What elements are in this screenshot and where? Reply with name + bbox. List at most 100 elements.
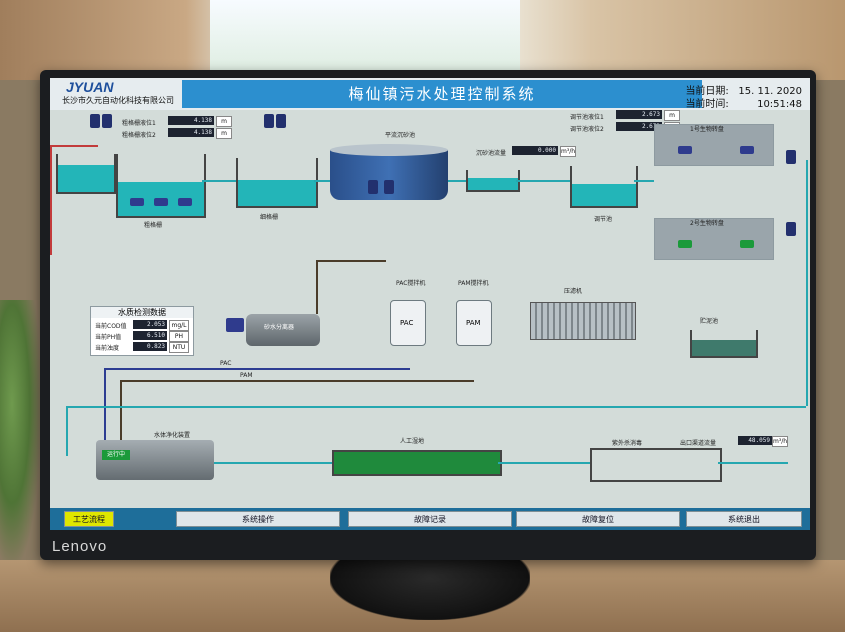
cod-label: 当前COD值 <box>95 323 127 330</box>
uv-channel <box>590 448 722 482</box>
pump-icon[interactable] <box>384 180 394 194</box>
motor-icon[interactable] <box>226 318 244 332</box>
settling-tank-label: 平流沉砂池 <box>385 132 416 139</box>
pump-icon[interactable] <box>154 198 168 206</box>
bio-disc-2 <box>654 218 774 260</box>
grit-channel <box>466 170 520 192</box>
flow-label: 沉砂池流量 <box>476 150 507 157</box>
system-exit-button[interactable]: 系统退出 <box>686 511 802 527</box>
pipe-cyan <box>214 462 332 464</box>
blower-icon[interactable] <box>102 114 112 128</box>
pipe-cyan <box>806 160 808 406</box>
date-value: 15. 11. 2020 <box>738 86 802 97</box>
motor-icon[interactable] <box>678 146 692 154</box>
blower-icon[interactable] <box>786 222 796 236</box>
time-value: 10:51:48 <box>757 99 802 110</box>
pam-line <box>120 380 122 458</box>
wetland-tank <box>332 450 502 476</box>
blower-icon[interactable] <box>90 114 100 128</box>
settling-tank-top <box>330 144 448 156</box>
filter-press <box>530 302 636 340</box>
pipe-red <box>50 145 98 147</box>
press-label: 压滤机 <box>564 288 583 295</box>
pipe-cyan <box>66 406 806 408</box>
cod-unit: mg/L <box>169 320 189 331</box>
sump-level2-label: 调节池液位2 <box>570 126 604 133</box>
room-window <box>210 0 520 72</box>
motor-icon[interactable] <box>740 146 754 154</box>
sand-separator-label: 砂水分离器 <box>264 324 295 331</box>
pac-tank: PAC <box>390 300 426 346</box>
pac-line-label: PAC <box>220 360 232 367</box>
plant <box>0 300 40 560</box>
flow-value: 0.000 <box>512 146 558 155</box>
pipe-cyan <box>718 462 788 464</box>
water-quality-panel: 水质检测数据 当前COD值 2.053 mg/L 当前PH值 6.510 PH … <box>90 306 194 356</box>
logo-text: JYUAN <box>66 79 114 95</box>
pump-icon[interactable] <box>368 180 378 194</box>
sump-level2-value: 2.673 <box>616 122 662 131</box>
pipe-dark <box>316 260 386 262</box>
integrated-label: 水体净化装置 <box>154 432 191 439</box>
pac-line <box>104 368 106 458</box>
pac-label: PAC <box>400 319 414 327</box>
fine-grille-tank <box>236 158 318 208</box>
footer-nav: 工艺流程 系统操作 故障记录 故障复位 系统退出 <box>50 508 810 530</box>
pam-label: PAM <box>466 319 481 327</box>
pipe-cyan <box>448 180 466 182</box>
outlet-flow-label: 出口渠道流量 <box>680 440 717 447</box>
grille-level2-value: 4.138 <box>168 128 214 137</box>
monitor-stand <box>330 560 530 620</box>
running-status-badge: 运行中 <box>102 450 130 460</box>
motor-icon[interactable] <box>740 240 754 248</box>
turbidity-value: 0.823 <box>133 342 167 351</box>
monitor-brand: Lenovo <box>52 538 108 555</box>
pipe-cyan <box>202 180 236 182</box>
system-operation-button[interactable]: 系统操作 <box>176 511 340 527</box>
fault-record-button[interactable]: 故障记录 <box>348 511 512 527</box>
date-display: 当前日期: 15. 11. 2020 <box>685 82 802 97</box>
page-title: 梅仙镇污水处理控制系统 <box>182 80 702 108</box>
flow-unit: m³/h <box>560 146 576 157</box>
turbidity-label: 当前浊度 <box>95 345 120 352</box>
motor-icon[interactable] <box>678 240 692 248</box>
sump-level1-unit: m <box>664 110 680 121</box>
fault-reset-button[interactable]: 故障复位 <box>516 511 680 527</box>
ph-unit: PH <box>169 331 189 342</box>
company-name: 长沙市久元自动化科技有限公司 <box>62 96 174 105</box>
time-display: 当前时间: 10:51:48 <box>685 95 802 110</box>
pam-tank: PAM <box>456 300 492 346</box>
blower-icon[interactable] <box>276 114 286 128</box>
process-flow-button[interactable]: 工艺流程 <box>64 511 114 527</box>
pump-icon[interactable] <box>130 198 144 206</box>
process-diagram: 粗格栅液位1 4.138 m 粗格栅液位2 4.138 m 粗格栅 细格栅 平流… <box>50 110 810 508</box>
ph-value: 6.510 <box>133 331 167 340</box>
sludge-tank-label: 贮泥池 <box>700 318 719 325</box>
pam-line-label: PAM <box>240 372 253 379</box>
wetland-label: 人工湿地 <box>400 438 425 445</box>
date-label: 当前日期: <box>685 86 729 97</box>
water-quality-title: 水质检测数据 <box>91 307 193 318</box>
pac-line <box>104 368 410 370</box>
grille-level1-unit: m <box>216 116 232 127</box>
ph-label: 当前PH值 <box>95 334 122 341</box>
sump-label: 调节池 <box>594 216 613 223</box>
pump-icon[interactable] <box>178 198 192 206</box>
grille-level1-label: 粗格栅液位1 <box>122 120 156 127</box>
uv-label: 紫外杀消毒 <box>612 440 643 447</box>
grille-level2-label: 粗格栅液位2 <box>122 132 156 139</box>
bio-disc-1 <box>654 124 774 166</box>
sand-separator <box>246 314 320 346</box>
pipe-dark <box>316 260 318 314</box>
pipe-red <box>50 145 52 255</box>
blower-icon[interactable] <box>264 114 274 128</box>
pam-mixer-label: PAM搅拌机 <box>458 280 489 287</box>
pipe-cyan <box>634 180 654 182</box>
blower-icon[interactable] <box>786 150 796 164</box>
bio-disc-1-label: 1号生物转盘 <box>690 126 724 133</box>
hmi-screen: JYUAN 长沙市久元自动化科技有限公司 梅仙镇污水处理控制系统 当前日期: 1… <box>50 78 810 530</box>
header: JYUAN 长沙市久元自动化科技有限公司 梅仙镇污水处理控制系统 当前日期: 1… <box>50 78 810 110</box>
pipe-cyan <box>498 462 590 464</box>
fine-grille-label: 细格栅 <box>260 214 279 221</box>
coarse-grille-tank-2 <box>116 154 206 218</box>
